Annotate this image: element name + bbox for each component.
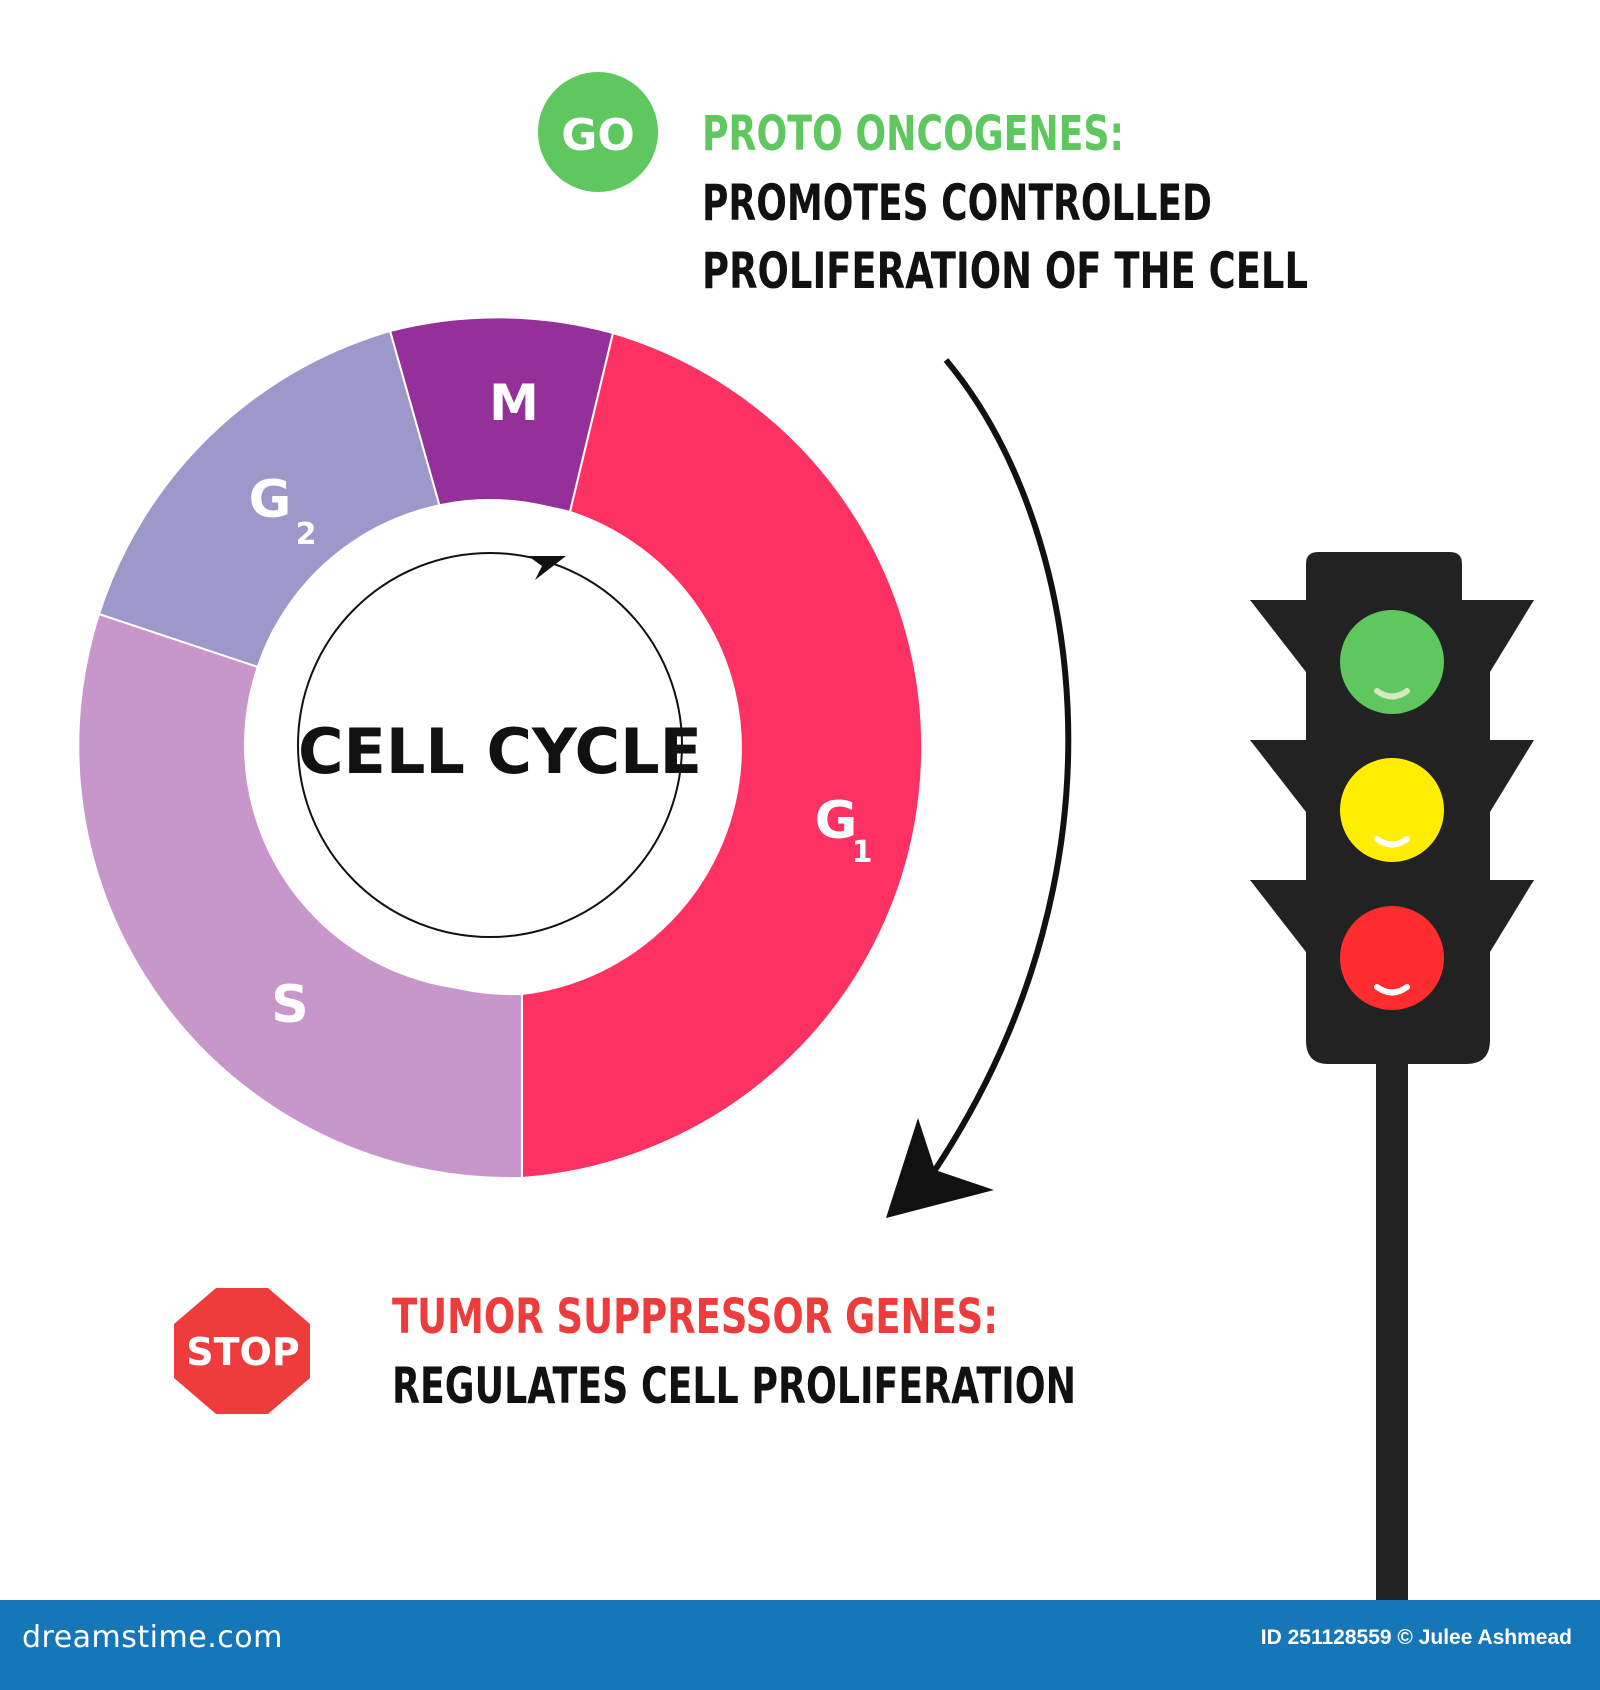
phase-g2-label: G 2 bbox=[249, 470, 317, 552]
proto-oncogenes-heading: PROTO ONCOGENES: bbox=[702, 106, 1124, 162]
svg-text:1: 1 bbox=[852, 835, 873, 870]
proto-oncogenes-line-2: PROLIFERATION OF THE CELL bbox=[702, 242, 1308, 300]
traffic-light-pole bbox=[1376, 1060, 1408, 1600]
cycle-direction-arrow bbox=[932, 358, 1072, 1172]
yellow-light-icon bbox=[1340, 758, 1444, 862]
green-light-icon bbox=[1340, 610, 1444, 714]
svg-text:2: 2 bbox=[296, 517, 317, 552]
proto-oncogenes-line-1: PROMOTES CONTROLLED bbox=[702, 174, 1212, 232]
footer-credit: ID 251128559 © Julee Ashmead bbox=[1260, 1626, 1572, 1649]
stop-sign-icon bbox=[174, 1288, 310, 1414]
tumor-suppressor-heading: TUMOR SUPPRESSOR GENES: bbox=[392, 1289, 998, 1345]
cycle-inner-circle bbox=[297, 552, 683, 938]
yellow-light-glint bbox=[1374, 836, 1410, 848]
cell-cycle-title: CELL CYCLE bbox=[298, 715, 702, 788]
cycle-arrowhead-icon bbox=[528, 556, 566, 580]
tumor-suppressor-line-1: REGULATES CELL PROLIFERATION bbox=[392, 1357, 1076, 1415]
diagram-canvas: M G 1 S G 2 CELL CYCLE GO PROTO ONCOGENE… bbox=[77, 72, 1534, 1600]
go-sign-label: GO bbox=[561, 110, 635, 161]
red-light-glint bbox=[1374, 984, 1410, 996]
ring-inner-disc bbox=[244, 499, 736, 991]
svg-text:G: G bbox=[815, 791, 858, 851]
svg-text:G: G bbox=[249, 470, 292, 530]
phase-g1-segment bbox=[521, 331, 924, 1180]
footer-site-name[interactable]: dreamstime.com bbox=[22, 1620, 283, 1655]
green-light-glint bbox=[1374, 688, 1410, 700]
stop-sign-label: STOP bbox=[186, 1330, 299, 1374]
phase-m-label: M bbox=[489, 374, 539, 432]
phase-s-label: S bbox=[271, 975, 308, 1035]
red-light-icon bbox=[1340, 906, 1444, 1010]
footer-bar: dreamstime.com ID 251128559 © Julee Ashm… bbox=[0, 1600, 1600, 1690]
cycle-direction-arrowhead-icon bbox=[886, 1118, 994, 1218]
phase-g1-label: G 1 bbox=[815, 791, 873, 870]
go-sign-icon bbox=[538, 72, 658, 192]
traffic-light-icon bbox=[1250, 552, 1534, 1600]
